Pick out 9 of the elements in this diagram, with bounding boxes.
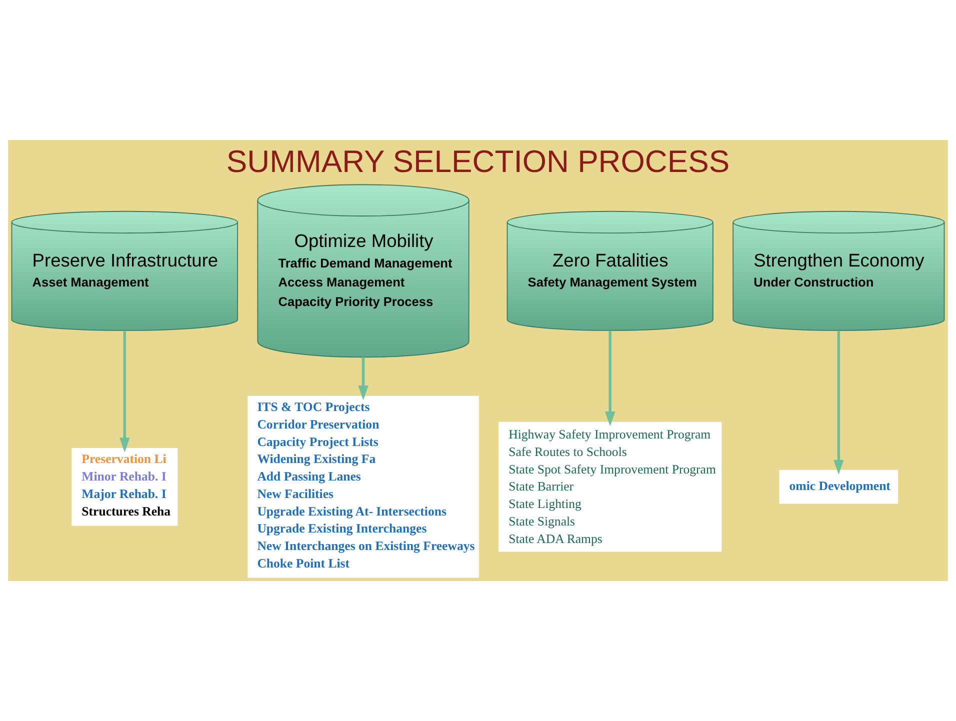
node-box: Preservation Li Minor Rehab. I Major Rehab. I Structures Reha <box>72 448 178 526</box>
diagram-title: SUMMARY SELECTION PROCESS <box>226 144 730 180</box>
arrow <box>834 330 844 474</box>
arrow <box>604 330 616 426</box>
node-box: ITS & TOC Projects Corridor Preservation Capacity Project Lists Widening Existing Fa Add Passing Lanes New Facilities Upgrade Existing At- Intersections Upgrade Existing Interchanges New Interchanges on Existing Freeways Choke Point List <box>248 396 479 578</box>
arrow <box>358 357 368 400</box>
node-box: Highway Safety Improvement Program Safe Routes to Schools State Spot Safety Improvement Program State Barrier State Lighting State Signals State ADA Ramps <box>498 422 722 552</box>
node-box: omic Development <box>779 470 898 504</box>
arrow <box>120 330 130 452</box>
